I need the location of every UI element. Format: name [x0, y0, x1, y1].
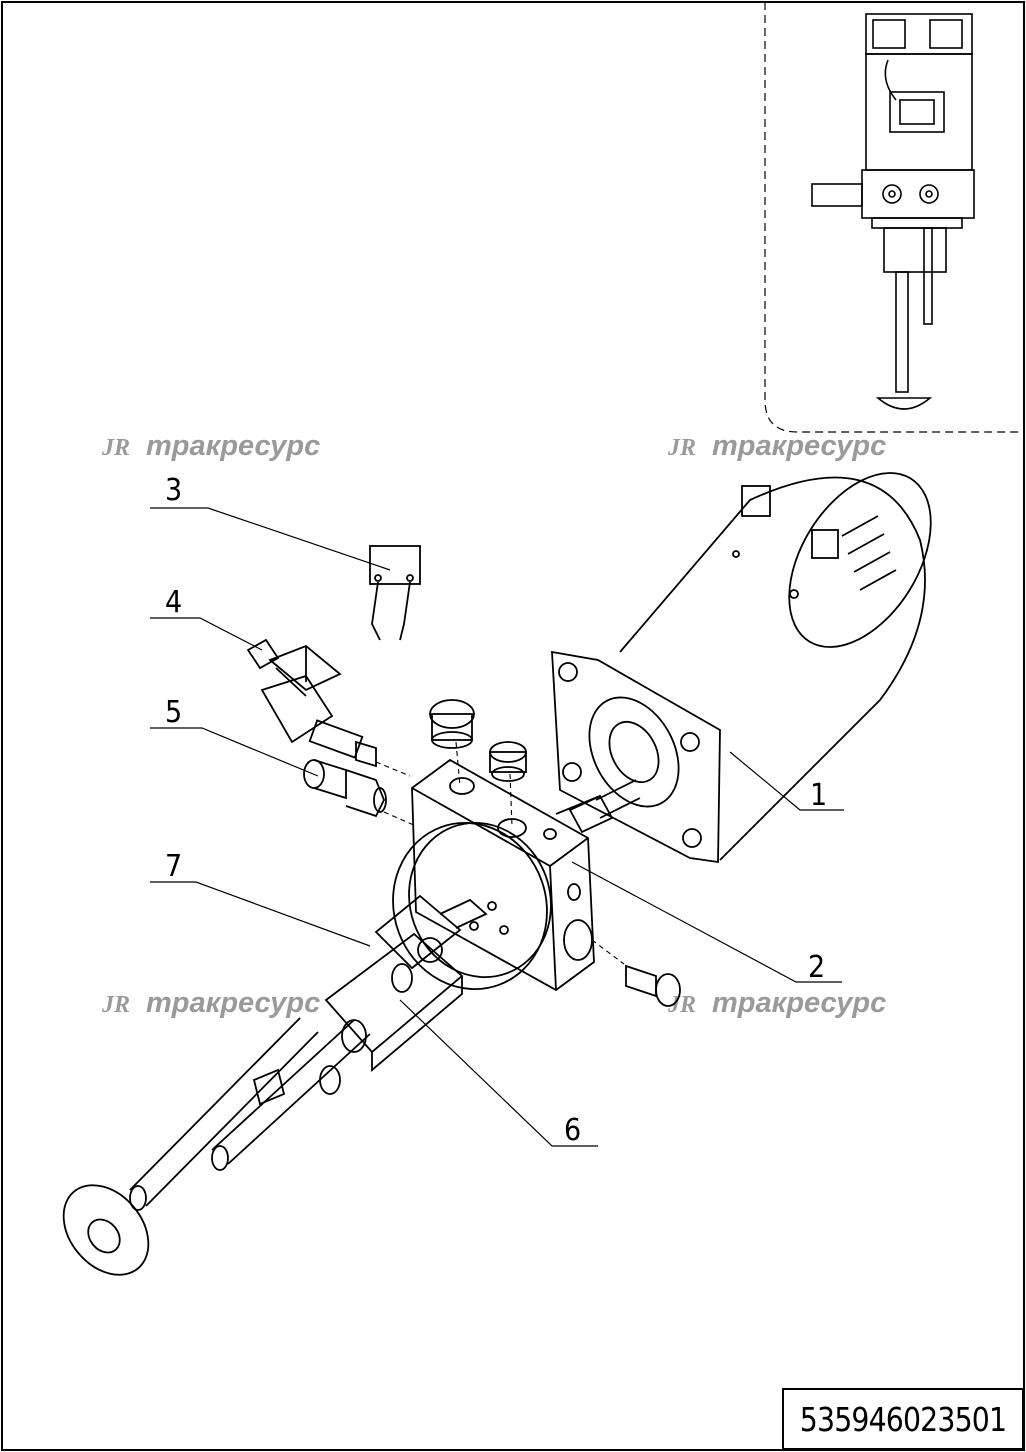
- part-number-box: 535946023501: [782, 1388, 1024, 1450]
- svg-text:тракресурс: тракресурс: [712, 987, 886, 1019]
- callout-4: 4: [150, 585, 263, 651]
- hydraulic-pump: [319, 932, 464, 1095]
- hex-plug: [489, 741, 527, 782]
- watermark-bottom-left: JR тракресурс: [101, 987, 320, 1019]
- filler-cap: [429, 699, 475, 749]
- watermark-bottom-right: JR тракресурс: [667, 987, 886, 1019]
- relay: [369, 545, 421, 641]
- callout-2: 2: [571, 861, 842, 985]
- callout-1: 1: [729, 751, 844, 813]
- svg-text:тракресурс: тракресурс: [712, 430, 886, 462]
- callout-5: 5: [150, 695, 319, 777]
- solenoid-valve: [246, 638, 377, 768]
- suction-pipe-assembly: [62, 894, 488, 1276]
- watermark-top-right: JR тракресурс: [667, 430, 886, 462]
- svg-text:3: 3: [165, 473, 182, 508]
- svg-text:JR: JR: [101, 992, 130, 1018]
- part-number: 535946023501: [799, 1399, 1007, 1439]
- svg-text:6: 6: [564, 1113, 581, 1148]
- assembly-axis-lines: [375, 741, 625, 965]
- svg-text:JR: JR: [101, 435, 130, 461]
- pressure-valve-cartridge: [303, 759, 387, 818]
- svg-text:JR: JR: [667, 435, 696, 461]
- svg-text:тракресурс: тракресурс: [146, 987, 320, 1019]
- svg-text:5: 5: [165, 695, 182, 730]
- svg-text:1: 1: [810, 778, 827, 813]
- callout-3: 3: [150, 473, 391, 571]
- watermark-top-left: JR тракресурс: [101, 430, 320, 462]
- svg-text:4: 4: [165, 585, 182, 620]
- callout-6: 6: [399, 999, 598, 1148]
- inset-assembly-view: [764, 2, 1024, 433]
- callout-7: 7: [150, 849, 371, 947]
- svg-text:7: 7: [165, 849, 182, 884]
- svg-text:тракресурс: тракресурс: [146, 430, 320, 462]
- valve-block-manifold: [392, 758, 595, 992]
- svg-text:2: 2: [808, 950, 825, 985]
- electric-motor: [551, 472, 932, 864]
- drain-plug: [625, 964, 681, 1007]
